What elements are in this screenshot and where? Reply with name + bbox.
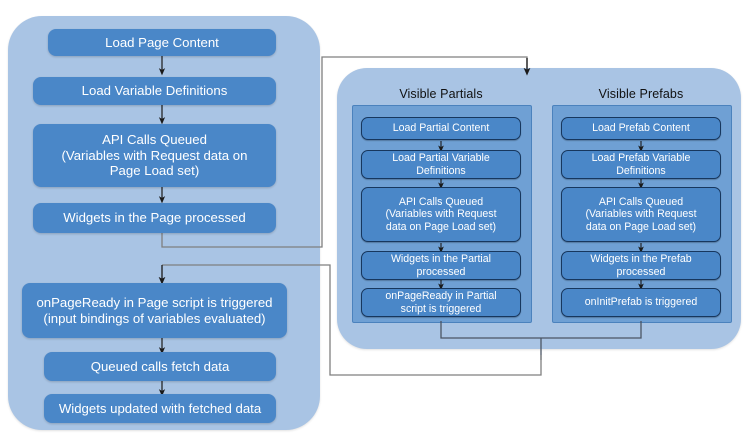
box-onpageready-partial-script[interactable]: onPageReady in Partial script is trigger… [361, 288, 521, 317]
box-api-calls-queued-page[interactable]: API Calls Queued (Variables with Request… [33, 124, 276, 187]
box-onpageready-page-script[interactable]: onPageReady in Page script is triggered … [22, 283, 287, 338]
box-load-variable-definitions[interactable]: Load Variable Definitions [33, 77, 276, 105]
box-load-partial-content[interactable]: Load Partial Content [361, 117, 521, 140]
box-widgets-in-page-processed[interactable]: Widgets in the Page processed [33, 203, 276, 233]
box-oninitprefab-triggered[interactable]: onInitPrefab is triggered [561, 288, 721, 317]
box-queued-calls-fetch-data[interactable]: Queued calls fetch data [44, 352, 276, 381]
visible-prefabs-title: Visible Prefabs [598, 87, 684, 101]
box-widgets-in-partial-processed[interactable]: Widgets in the Partial processed [361, 251, 521, 280]
visible-partials-title: Visible Partials [399, 87, 483, 101]
box-load-partial-variable-definitions[interactable]: Load Partial Variable Definitions [361, 150, 521, 179]
box-widgets-in-prefab-processed[interactable]: Widgets in the Prefab processed [561, 251, 721, 280]
box-widgets-updated-fetched-data[interactable]: Widgets updated with fetched data [44, 394, 276, 423]
box-load-page-content[interactable]: Load Page Content [48, 29, 276, 56]
box-api-calls-queued-prefab[interactable]: API Calls Queued (Variables with Request… [561, 187, 721, 242]
box-api-calls-queued-partial[interactable]: API Calls Queued (Variables with Request… [361, 187, 521, 242]
box-load-prefab-variable-definitions[interactable]: Load Prefab Variable Definitions [561, 150, 721, 179]
box-load-prefab-content[interactable]: Load Prefab Content [561, 117, 721, 140]
